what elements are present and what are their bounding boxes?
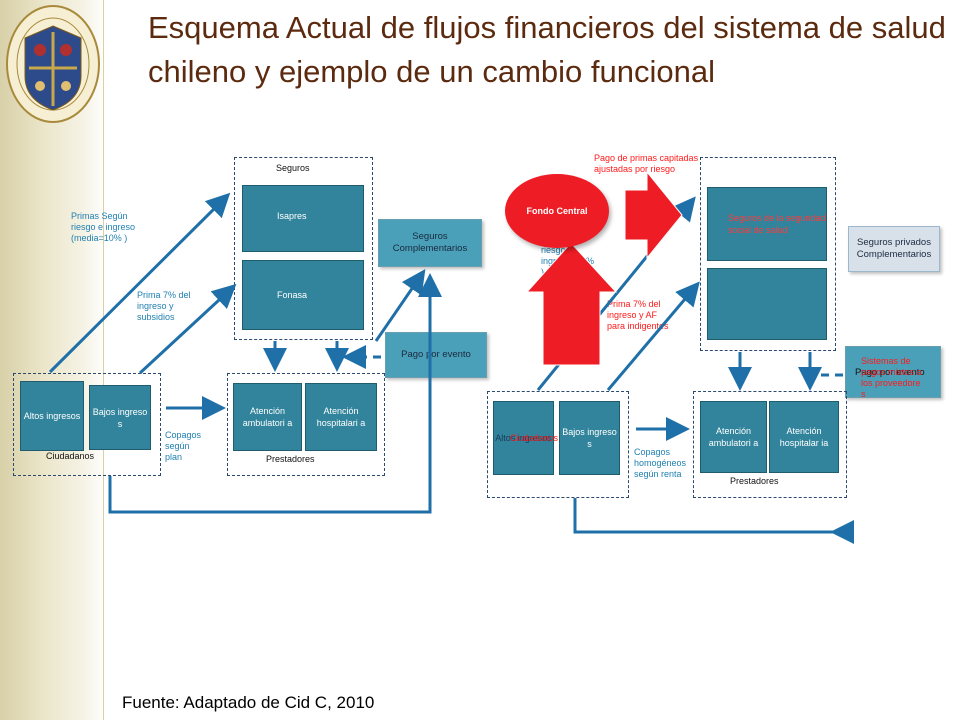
prima-7-label-left: Prima 7% del ingreso y subsidios bbox=[137, 290, 191, 322]
pago-evento-box-left: Pago por evento bbox=[385, 332, 487, 378]
prestadores-label-right: Prestadores bbox=[730, 476, 779, 486]
page-title: Esquema Actual de flujos financieros del… bbox=[148, 10, 946, 89]
atencion-ambulatoria-box-left: Atención ambulatori a bbox=[233, 383, 302, 451]
ciudadanos-label-left: Ciudadanos bbox=[46, 451, 95, 461]
prestadores-group-left bbox=[227, 373, 385, 476]
seguros-complementarios-box: Seguros Complementarios bbox=[378, 219, 482, 267]
altos-ingresos-box-left: Altos ingresos bbox=[20, 381, 84, 451]
altos-ingresos-box-right: Altos ingresos bbox=[493, 401, 554, 475]
ciudadanos-group-left bbox=[13, 373, 161, 476]
copagos-label-left: Copagos según plan bbox=[165, 430, 202, 462]
ciudadanos-group-right bbox=[487, 391, 629, 498]
seguros-group bbox=[234, 157, 373, 340]
seguros-group-right bbox=[700, 157, 836, 351]
pago-evento-label-right: Pago por evento bbox=[855, 367, 925, 378]
atencion-ambulatoria-box-right: Atención ambulatori a bbox=[700, 401, 767, 473]
prima-7-label-right: Prima 7% del ingreso y AF para indigente… bbox=[607, 299, 669, 331]
ciudadanos-label-right: Ciudadanos bbox=[510, 433, 559, 443]
pago-primas-label: Pago de primas capitadas ajustadas por r… bbox=[594, 153, 699, 174]
isapres-box: Isapres bbox=[242, 185, 364, 252]
prestadores-group-right bbox=[693, 391, 847, 498]
seguros-privados-box: Seguros privados Complementarios bbox=[848, 226, 940, 272]
copagos-label-right: Copagos homogéneos según renta bbox=[634, 447, 687, 479]
atencion-hospitalaria-box-left: Atención hospitalari a bbox=[305, 383, 377, 451]
seguros-seguridad-social-box: Seguros de la seguridad social de salud bbox=[707, 187, 827, 261]
fondo-central: Fondo Central bbox=[505, 174, 609, 248]
decorative-sidebar bbox=[0, 0, 106, 720]
sistemas-pagos-label: Sistemas de pagos mixtos a los proveedor… bbox=[861, 356, 922, 399]
bajos-ingresos-box-right: Bajos ingreso s bbox=[559, 401, 620, 475]
bajos-ingresos-box-left: Bajos ingreso s bbox=[89, 385, 151, 450]
atencion-hospitalaria-box-right: Atención hospitalar ia bbox=[769, 401, 839, 473]
prestadores-label-left: Prestadores bbox=[266, 454, 315, 464]
university-seal bbox=[6, 5, 100, 123]
pago-evento-box-right bbox=[845, 346, 941, 398]
primas-label: Primas Según riesgo e ingreso (media=10%… bbox=[71, 211, 136, 243]
seguros-title: Seguros bbox=[276, 163, 310, 173]
fonasa-box: Fonasa bbox=[242, 260, 364, 330]
seguros-box-empty bbox=[707, 268, 827, 340]
source-citation: Fuente: Adaptado de Cid C, 2010 bbox=[122, 693, 375, 712]
